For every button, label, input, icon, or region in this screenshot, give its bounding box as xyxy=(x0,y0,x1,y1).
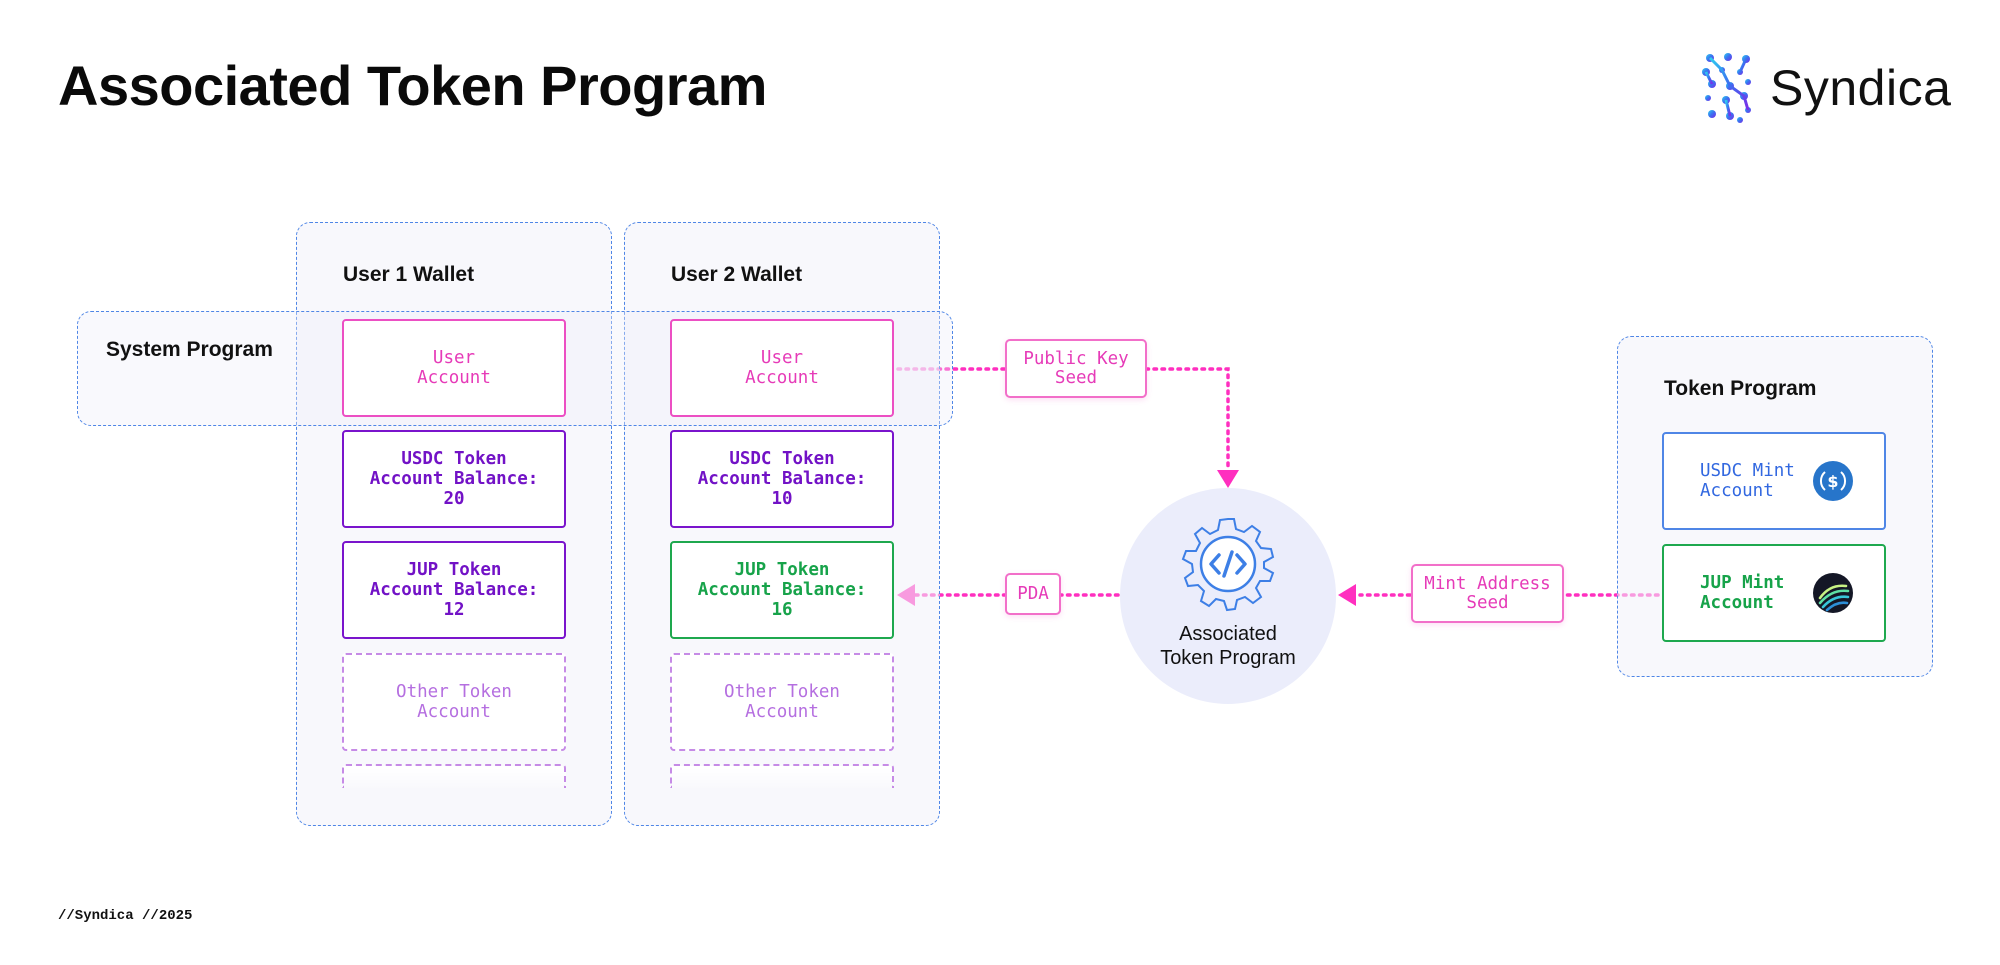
pda-label: PDA xyxy=(1005,573,1061,615)
svg-text:$: $ xyxy=(1827,472,1838,491)
user2-wallet-label: User 2 Wallet xyxy=(671,263,803,286)
usdc-mint-account[interactable]: USDC Mint Account $ xyxy=(1662,432,1886,530)
user2-other-token-account[interactable]: Other Token Account xyxy=(670,653,894,751)
user1-other-token-account[interactable]: Other Token Account xyxy=(342,653,566,751)
public-key-seed-label: Public Key Seed xyxy=(1005,339,1147,398)
arrow-down-ata xyxy=(1217,470,1239,488)
user1-more-accounts-stub xyxy=(342,764,566,788)
usdc-mint-label: USDC Mint Account xyxy=(1700,461,1795,501)
user2-user-account[interactable]: User Account xyxy=(670,319,894,417)
user1-wallet-label: User 1 Wallet xyxy=(343,263,475,286)
usdc-coin-icon: $ xyxy=(1813,461,1853,501)
public-key-line xyxy=(896,367,1230,472)
ata-program-node[interactable] xyxy=(1120,488,1336,704)
syndica-logo-icon xyxy=(1702,52,1751,123)
user2-more-accounts-stub xyxy=(670,764,894,788)
footer-credit: //Syndica //2025 xyxy=(58,908,193,924)
mint-address-seed-label: Mint Address Seed xyxy=(1411,564,1564,623)
arrow-left-ata xyxy=(1338,584,1356,606)
system-program-label: System Program xyxy=(106,338,273,361)
brand-name: Syndica xyxy=(1770,59,1952,116)
ata-program-label: Associated Token Program xyxy=(1160,623,1296,669)
jupiter-coin-icon xyxy=(1813,573,1853,613)
user1-usdc-token-account[interactable]: USDC Token Account Balance: 20 xyxy=(342,430,566,528)
token-program-label: Token Program xyxy=(1664,377,1817,400)
brand-logo: Syndica xyxy=(1700,50,1951,125)
user1-jup-token-account[interactable]: JUP Token Account Balance: 12 xyxy=(342,541,566,639)
user1-user-account[interactable]: User Account xyxy=(342,319,566,417)
user2-usdc-token-account[interactable]: USDC Token Account Balance: 10 xyxy=(670,430,894,528)
jup-mint-account[interactable]: JUP Mint Account xyxy=(1662,544,1886,642)
user2-jup-token-account[interactable]: JUP Token Account Balance: 16 xyxy=(670,541,894,639)
jup-mint-label: JUP Mint Account xyxy=(1700,573,1785,613)
code-gear-icon xyxy=(1181,518,1275,612)
page-title: Associated Token Program xyxy=(58,54,767,117)
